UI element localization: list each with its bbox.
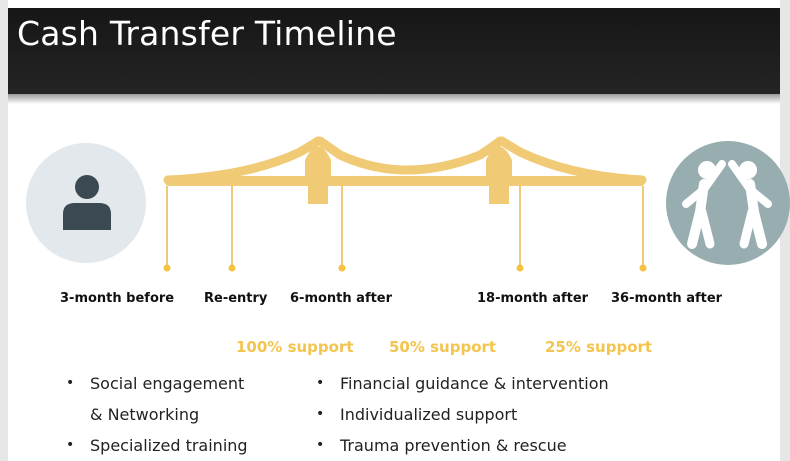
services-list-left: • Social engagement & Networking • Speci…	[66, 368, 248, 461]
bullet-marker: •	[316, 375, 325, 391]
connector-dot-4	[516, 264, 524, 272]
connector-dot-2	[228, 264, 236, 272]
milestone-label: 3-month before	[60, 291, 175, 306]
connector-dot-5	[639, 264, 647, 272]
list-item-text: Financial guidance & intervention	[340, 374, 609, 393]
bullet-marker: •	[316, 406, 325, 422]
list-item: • Trauma prevention & rescue	[316, 430, 609, 461]
list-item: • Social engagement	[66, 368, 248, 399]
people-high-five-icon	[682, 160, 772, 249]
services-list-right: • Financial guidance & intervention • In…	[316, 368, 609, 461]
support-level-label: 25% support	[545, 338, 653, 356]
list-item-text: Social engagement	[90, 374, 245, 393]
bullet-marker: •	[66, 375, 75, 391]
list-item-text: Specialized training	[90, 436, 248, 455]
milestone-label: Re-entry	[204, 291, 268, 306]
list-item-text: & Networking	[90, 405, 200, 424]
list-item-text: Trauma prevention & rescue	[340, 436, 567, 455]
header-shadow	[8, 94, 780, 104]
bridge-cable-center	[315, 136, 505, 175]
slide-title: Cash Transfer Timeline	[17, 14, 397, 53]
list-item: • Financial guidance & intervention	[316, 368, 609, 399]
slide-header	[8, 8, 780, 94]
bullet-marker: •	[316, 437, 325, 453]
bridge-tower-right-leg	[489, 186, 509, 204]
connector-dot-1	[163, 264, 171, 272]
support-level-label: 50% support	[389, 338, 497, 356]
list-item: • Specialized training	[66, 430, 248, 461]
bridge-deck	[165, 176, 645, 186]
milestone-label: 6-month after	[290, 291, 393, 306]
bridge-cable-right	[497, 136, 647, 185]
support-level-label: 100% support	[236, 338, 354, 356]
slide-frame-left	[0, 0, 8, 461]
list-item-text: Individualized support	[340, 405, 518, 424]
milestone-label: 18-month after	[477, 291, 589, 306]
milestone-label: 36-month after	[611, 291, 723, 306]
person-icon	[63, 175, 111, 230]
list-item: • Individualized support	[316, 399, 609, 430]
connector-dot-3	[338, 264, 346, 272]
bridge-tower-right	[486, 146, 512, 186]
slide-frame-right	[780, 0, 790, 461]
list-item: & Networking	[66, 399, 248, 430]
bullet-marker: •	[66, 437, 75, 453]
bridge-tower-left-leg	[308, 186, 328, 204]
bridge-tower-left	[305, 146, 331, 186]
bridge-cable-left	[163, 136, 323, 185]
